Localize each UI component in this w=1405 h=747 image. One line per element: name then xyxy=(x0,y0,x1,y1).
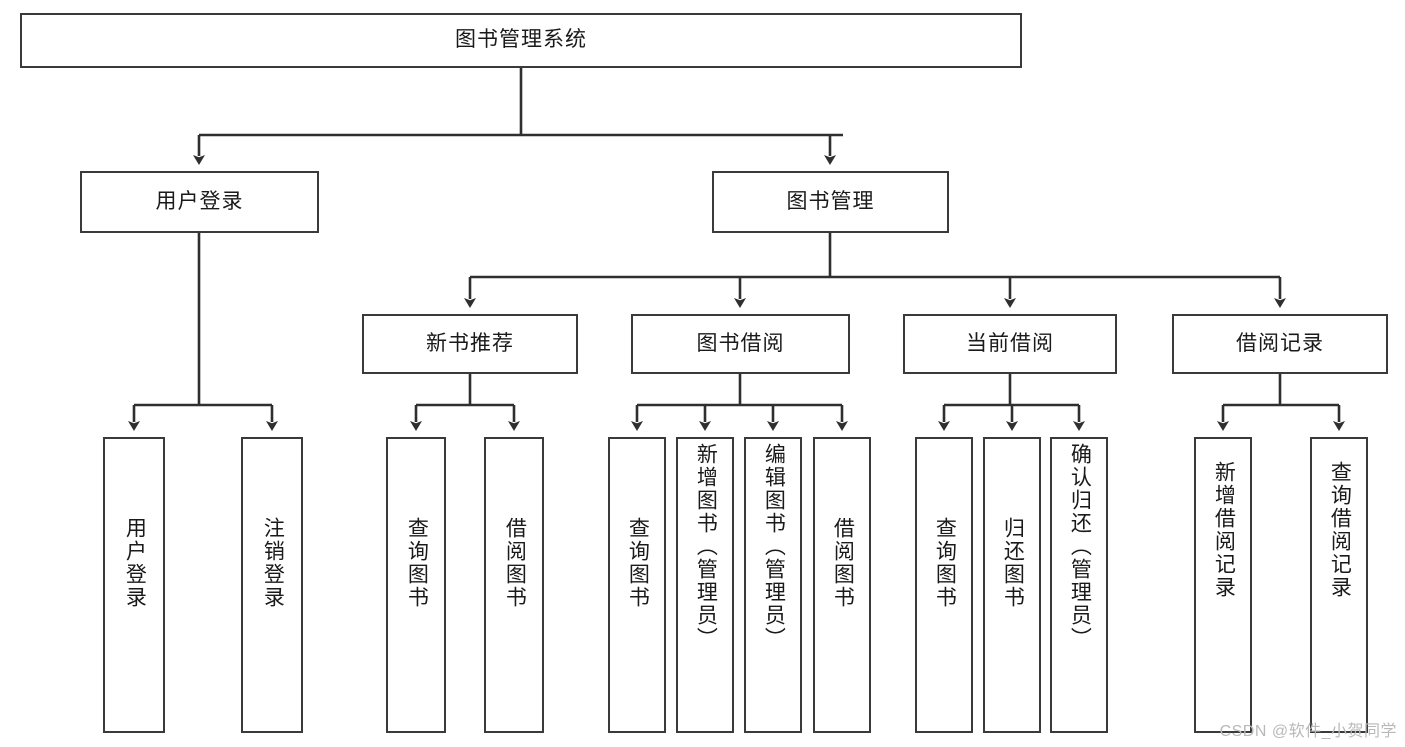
node-book-manage[interactable]: 图书管理 xyxy=(712,171,949,233)
node-leaf-return-book[interactable]: 归还图书 xyxy=(983,437,1041,733)
node-user-login-label: 用户登录 xyxy=(155,189,244,213)
node-leaf-query-book-recommend[interactable]: 查询图书 xyxy=(386,437,446,733)
node-leaf-confirm-return-admin[interactable]: 确认归还（管理员） xyxy=(1050,437,1108,733)
node-book-manage-label: 图书管理 xyxy=(786,189,875,213)
node-leaf-user-login[interactable]: 用户登录 xyxy=(103,437,165,733)
node-book-borrow-label: 图书借阅 xyxy=(696,331,785,355)
node-leaf-borrow-book-recommend-label: 借阅图书 xyxy=(503,517,527,609)
node-new-book-recommend[interactable]: 新书推荐 xyxy=(362,314,578,374)
node-leaf-add-borrow-record[interactable]: 新增借阅记录 xyxy=(1194,437,1252,733)
node-leaf-query-book-borrow-label: 查询图书 xyxy=(626,517,650,609)
node-leaf-add-borrow-record-label: 新增借阅记录 xyxy=(1212,461,1236,599)
node-leaf-query-borrow-record[interactable]: 查询借阅记录 xyxy=(1310,437,1368,733)
node-leaf-query-book-current-label: 查询图书 xyxy=(933,517,957,609)
node-root-system[interactable]: 图书管理系统 xyxy=(20,13,1022,68)
node-new-book-recommend-label: 新书推荐 xyxy=(426,331,514,355)
node-leaf-query-book-borrow[interactable]: 查询图书 xyxy=(608,437,666,733)
node-borrow-record[interactable]: 借阅记录 xyxy=(1172,314,1388,374)
node-leaf-query-book-recommend-label: 查询图书 xyxy=(405,517,429,609)
node-leaf-borrow-book-borrow[interactable]: 借阅图书 xyxy=(813,437,871,733)
node-leaf-add-book-admin[interactable]: 新增图书（管理员） xyxy=(676,437,734,733)
node-borrow-record-label: 借阅记录 xyxy=(1236,331,1324,355)
node-leaf-user-logout-label: 注销登录 xyxy=(261,517,285,609)
node-leaf-edit-book-admin[interactable]: 编辑图书（管理员） xyxy=(744,437,802,733)
node-leaf-borrow-book-borrow-label: 借阅图书 xyxy=(831,517,855,609)
node-current-borrow[interactable]: 当前借阅 xyxy=(903,314,1117,374)
node-book-borrow[interactable]: 图书借阅 xyxy=(631,314,850,374)
node-leaf-query-book-current[interactable]: 查询图书 xyxy=(915,437,973,733)
node-leaf-return-book-label: 归还图书 xyxy=(1001,517,1025,609)
node-leaf-add-book-admin-label: 新增图书（管理员） xyxy=(694,443,718,650)
node-leaf-user-logout[interactable]: 注销登录 xyxy=(241,437,303,733)
node-leaf-user-login-label: 用户登录 xyxy=(123,517,147,609)
node-current-borrow-label: 当前借阅 xyxy=(966,331,1054,355)
node-user-login[interactable]: 用户登录 xyxy=(80,171,319,233)
csdn-watermark: CSDN @软件_小贺同学 xyxy=(1219,723,1397,740)
node-root-system-label: 图书管理系统 xyxy=(455,28,587,52)
node-leaf-borrow-book-recommend[interactable]: 借阅图书 xyxy=(484,437,544,733)
node-leaf-query-borrow-record-label: 查询借阅记录 xyxy=(1328,461,1352,599)
node-leaf-edit-book-admin-label: 编辑图书（管理员） xyxy=(762,443,786,650)
node-leaf-confirm-return-admin-label: 确认归还（管理员） xyxy=(1068,443,1092,650)
